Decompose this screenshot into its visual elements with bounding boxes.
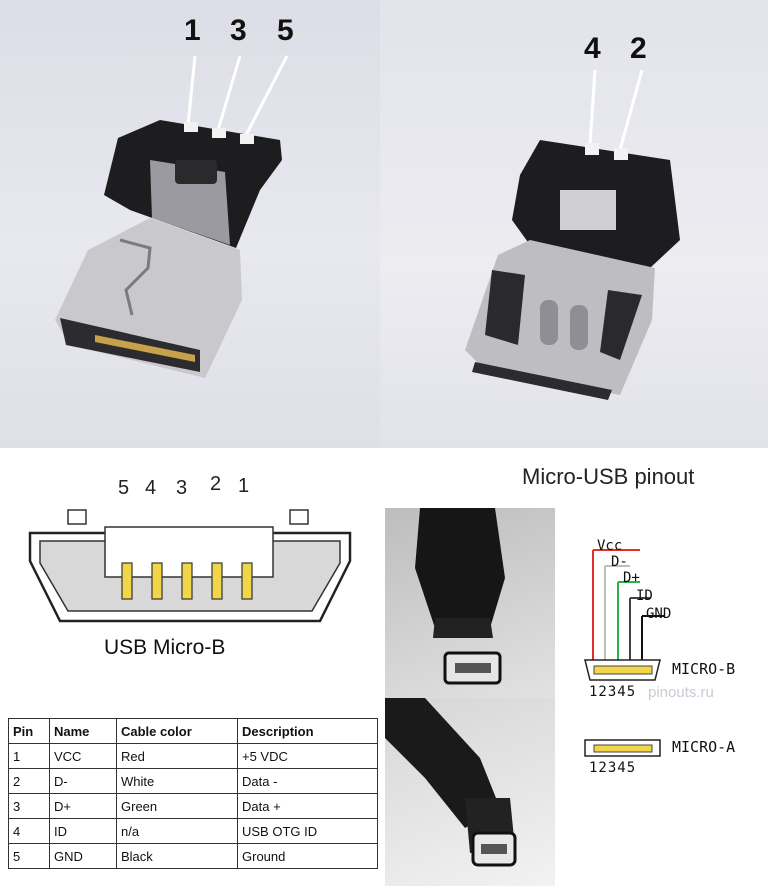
micro-b-label: USB Micro-B <box>104 636 226 659</box>
table-cell: Data + <box>237 793 378 819</box>
pin-number: 3 <box>230 14 247 47</box>
table-cell: VCC <box>49 743 117 769</box>
connector-back-drawing <box>465 69 680 400</box>
signal-label-d-plus: D+ <box>623 570 640 586</box>
signal-label-gnd: GND <box>646 606 672 622</box>
table-cell: D+ <box>49 793 117 819</box>
cable-micro-a-drawing <box>385 698 517 867</box>
table-row: 4 ID n/a USB OTG ID <box>8 818 378 844</box>
micro-b-connector-label: MICRO-B <box>672 660 736 678</box>
table-cell: 4 <box>8 818 50 844</box>
table-cell: 3 <box>8 793 50 819</box>
table-row: 3 D+ Green Data + <box>8 793 378 819</box>
signal-label-vcc: Vcc <box>597 538 623 554</box>
micro-a-connector-label: MICRO-A <box>672 738 736 756</box>
signal-label-d-minus: D- <box>611 554 628 570</box>
column-header: Description <box>237 718 378 744</box>
wiring-diagram <box>584 549 665 757</box>
table-cell: Red <box>116 743 238 769</box>
pin-number: 5 <box>118 477 130 499</box>
column-header: Pin <box>8 718 50 744</box>
table-cell: 1 <box>8 743 50 769</box>
cable-photo-micro-b <box>385 508 555 698</box>
micro-b-receptacle-diagram: 5 4 3 2 1 <box>10 473 370 648</box>
pinout-panel: 5 4 3 2 1 USB Micro-B Pin Name Cable col… <box>0 448 768 886</box>
cable-micro-b-drawing <box>415 508 505 685</box>
pin-number: 4 <box>145 477 157 499</box>
table-cell: USB OTG ID <box>237 818 378 844</box>
table-row: 2 D- White Data - <box>8 768 378 794</box>
pin-number: 1 <box>184 14 201 47</box>
pin-number: 3 <box>176 477 188 499</box>
pinout-title: Micro-USB pinout <box>522 464 695 489</box>
signal-label-id: ID <box>636 588 653 604</box>
table-cell: n/a <box>116 818 238 844</box>
table-header-row: Pin Name Cable color Description <box>8 718 378 744</box>
table-cell: Green <box>116 793 238 819</box>
connector-photo-front: 1 3 5 <box>0 0 380 448</box>
table-cell: 5 <box>8 843 50 869</box>
table-cell: 2 <box>8 768 50 794</box>
column-header: Cable color <box>116 718 238 744</box>
table-row: 5 GND Black Ground <box>8 843 378 869</box>
table-cell: ID <box>49 818 117 844</box>
pin-number: 1 <box>238 475 250 497</box>
pin-number: 5 <box>277 14 294 47</box>
pin-number: 2 <box>630 32 647 65</box>
table-cell: GND <box>49 843 117 869</box>
connector-front-drawing <box>55 55 289 378</box>
table-cell: White <box>116 768 238 794</box>
table-cell: Black <box>116 843 238 869</box>
micro-b-pin-digits: 12345 <box>589 684 637 700</box>
pin-number: 4 <box>584 32 601 65</box>
pin-number: 2 <box>210 473 222 495</box>
column-header: Name <box>49 718 117 744</box>
table-cell: Data - <box>237 768 378 794</box>
pin-table: Pin Name Cable color Description 1 VCC R… <box>8 718 378 869</box>
connector-photo-back: 4 2 <box>380 0 768 448</box>
micro-a-pin-digits: 12345 <box>589 760 637 776</box>
watermark: pinouts.ru <box>648 684 714 701</box>
table-cell: Ground <box>237 843 378 869</box>
cable-photo-micro-a <box>385 698 555 886</box>
table-cell: D- <box>49 768 117 794</box>
table-row: 1 VCC Red +5 VDC <box>8 743 378 769</box>
receptacle-outline <box>28 509 352 623</box>
table-cell: +5 VDC <box>237 743 378 769</box>
